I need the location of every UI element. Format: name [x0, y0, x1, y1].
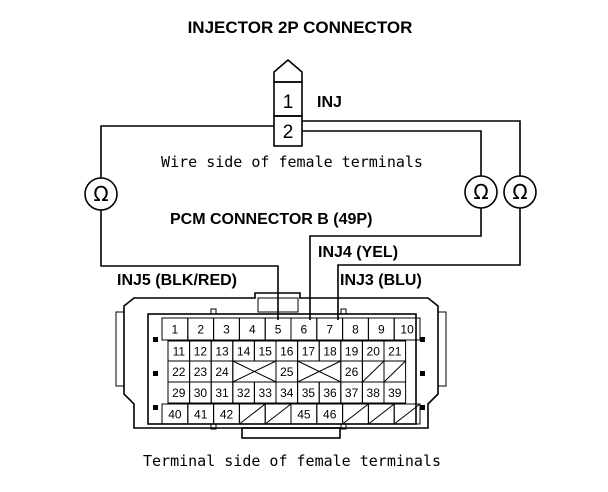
- blank-pin-cross: [297, 360, 342, 383]
- diagram-title: INJECTOR 2P CONNECTOR: [188, 18, 413, 37]
- ohmmeter-middle: Ω: [464, 175, 498, 209]
- pin-number: 11: [173, 345, 186, 359]
- blank-pin-slash: [362, 360, 385, 383]
- injector-inj-label: INJ: [317, 94, 342, 111]
- pin-number: 9: [378, 323, 385, 337]
- blank-pin-cross: [232, 360, 277, 383]
- pin-number: 6: [301, 323, 308, 337]
- inj3-label: INJ3 (BLU): [340, 272, 422, 289]
- inj4-label: INJ4 (YEL): [318, 244, 398, 261]
- pin-number: 13: [215, 345, 229, 359]
- pin-number: 40: [168, 408, 182, 422]
- ohm-symbol-icon: Ω: [93, 182, 108, 206]
- blank-pin-slash: [342, 403, 369, 425]
- injector-pin-1: 1: [283, 92, 294, 113]
- pin-number: 25: [280, 365, 294, 379]
- pin-number: 24: [215, 365, 229, 379]
- pin-number: 33: [259, 386, 273, 400]
- pin-number: 41: [194, 408, 208, 422]
- pin-number: 21: [388, 345, 402, 359]
- pin-number: 17: [302, 345, 316, 359]
- pin-number: 15: [259, 345, 273, 359]
- pin-number: 26: [345, 365, 359, 379]
- pin-number: 5: [275, 323, 282, 337]
- blank-pin-slash: [393, 403, 421, 425]
- inj5-label: INJ5 (BLK/RED): [117, 272, 237, 289]
- pin-number: 2: [197, 323, 204, 337]
- pin-number: 1: [172, 323, 179, 337]
- wire-side-caption: Wire side of female terminals: [161, 153, 423, 171]
- pin-cell: [393, 403, 421, 425]
- pin-number: 23: [194, 365, 208, 379]
- pin-number: 31: [215, 386, 229, 400]
- pin-number: 4: [249, 323, 256, 337]
- pin-number: 19: [345, 345, 359, 359]
- pin-number: 3: [223, 323, 230, 337]
- ohm-symbol-icon: Ω: [473, 180, 488, 204]
- pin-number: 38: [367, 386, 381, 400]
- ohmmeter-left: Ω: [84, 177, 118, 211]
- pin-number: 20: [367, 345, 381, 359]
- pin-number: 16: [280, 345, 294, 359]
- blank-pin-slash: [368, 403, 395, 425]
- pin-number: 29: [172, 386, 186, 400]
- ohmmeter-right: Ω: [503, 175, 537, 209]
- pin-number: 10: [400, 323, 414, 337]
- pin-number: 42: [220, 408, 234, 422]
- ohm-symbol-icon: Ω: [512, 180, 527, 204]
- pin-number: 32: [237, 386, 251, 400]
- pin-number: 30: [194, 386, 208, 400]
- pin-cell: [393, 317, 421, 341]
- blank-pin-slash: [264, 403, 292, 425]
- pin-number: 18: [323, 345, 337, 359]
- pin-number: 45: [297, 408, 311, 422]
- pin-number: 8: [352, 323, 359, 337]
- pin-number: 12: [194, 345, 208, 359]
- pin-number: 14: [237, 345, 251, 359]
- blank-pin-slash: [239, 403, 266, 425]
- pin-number: 39: [388, 386, 402, 400]
- pin-number: 46: [323, 408, 337, 422]
- blank-pin-slash: [383, 360, 406, 383]
- injector-connector: 1 2: [273, 58, 303, 147]
- terminal-side-caption: Terminal side of female terminals: [143, 452, 441, 470]
- pin-number: 37: [345, 386, 359, 400]
- pcm-connector-title: PCM CONNECTOR B (49P): [170, 211, 372, 228]
- pin-number: 36: [323, 386, 337, 400]
- pin-number: 22: [172, 365, 186, 379]
- pin-number: 35: [302, 386, 316, 400]
- pin-number: 7: [326, 323, 333, 337]
- pin-number: 34: [280, 386, 294, 400]
- pin-cell: [383, 381, 407, 404]
- injector-pin-2: 2: [283, 122, 294, 143]
